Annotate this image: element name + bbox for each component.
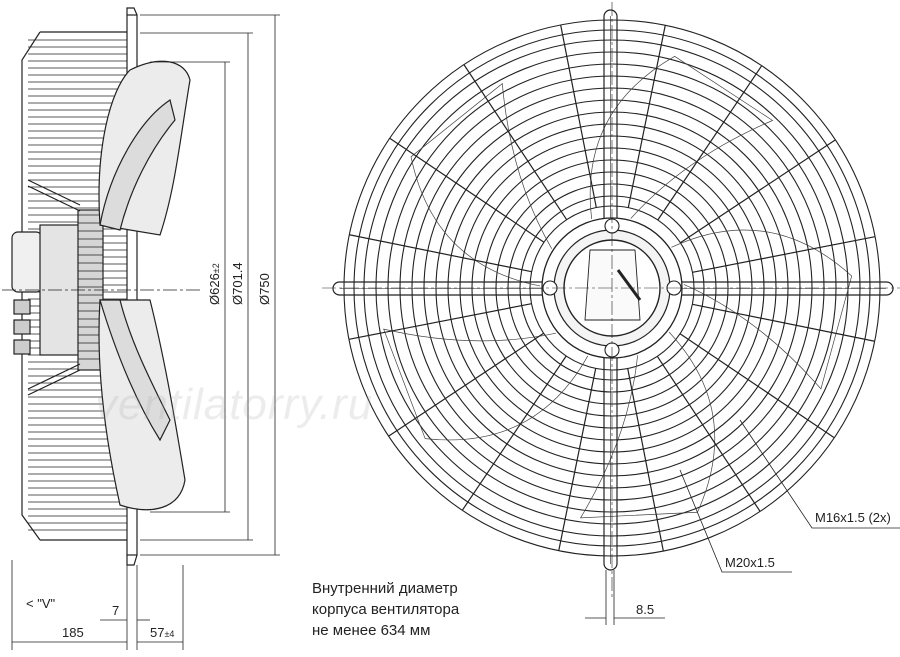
fan-blade-outline [410, 82, 553, 287]
guard-spoke [627, 25, 666, 208]
front-view [322, 2, 900, 600]
guard-spoke [627, 368, 664, 552]
fan-blades-front [383, 55, 853, 519]
watermark: ventilatorry.ru [95, 380, 374, 429]
note-line-2: корпуса вентилятора [312, 601, 460, 618]
cable-gland-3 [13, 339, 31, 355]
guard-spoke [558, 368, 597, 551]
bottom-dimensions [11, 560, 665, 650]
view-label: < "V" [26, 596, 55, 611]
guard-spoke [656, 356, 761, 512]
fan-blade-outline [383, 328, 589, 441]
dim-8-5: 8.5 [636, 602, 654, 617]
guard-spoke [349, 234, 532, 273]
motor-body [11, 231, 43, 293]
fan-blade-outline [579, 331, 716, 519]
guard-spoke [692, 303, 875, 342]
terminal-label [616, 269, 642, 301]
cable-gland-1 [13, 299, 31, 315]
terminal-box [584, 249, 641, 321]
guard-spoke [461, 355, 567, 511]
thread-m16-label: M16x1.5 (2x) [815, 510, 891, 525]
side-view [2, 7, 200, 566]
guard-spoke [680, 139, 836, 244]
blade-top-back [99, 99, 176, 231]
vertical-dimensions [140, 14, 280, 556]
guard-spoke [560, 24, 597, 208]
note-line-3: не менее 634 мм [312, 622, 431, 639]
guard-spoke [679, 333, 835, 439]
dim-7: 7 [112, 603, 119, 618]
thread-m20-label: M20x1.5 [725, 555, 775, 570]
guard-spoke [348, 303, 532, 340]
blade-bottom-back [99, 299, 171, 442]
installation-note: Внутренний диаметр корпуса вентилятора н… [312, 578, 459, 641]
side-flange-top [126, 7, 138, 16]
guard-spoke [388, 332, 544, 437]
fan-blade-outline [589, 55, 774, 219]
guard-spoke [463, 64, 568, 220]
dim-57: 57±4 [150, 625, 174, 640]
guard-spoke [692, 236, 876, 273]
side-strut-bottom [27, 363, 81, 396]
dim-185: 185 [62, 625, 84, 640]
thread-leaders [679, 419, 900, 573]
side-flange-bottom [126, 554, 138, 566]
guard-spoke [389, 137, 545, 243]
note-line-1: Внутренний диаметр [312, 580, 458, 597]
cable-gland-2 [13, 319, 31, 335]
guard-spoke [657, 65, 763, 221]
side-strut-top [27, 179, 81, 212]
guard-spokes [348, 24, 876, 552]
fan-blade-outline [671, 229, 853, 390]
dim-diameter-750: Ø750 [257, 273, 272, 305]
dim-diameter-626: Ø626±2 [207, 263, 222, 305]
dim-diameter-701: Ø701.4 [230, 262, 245, 305]
